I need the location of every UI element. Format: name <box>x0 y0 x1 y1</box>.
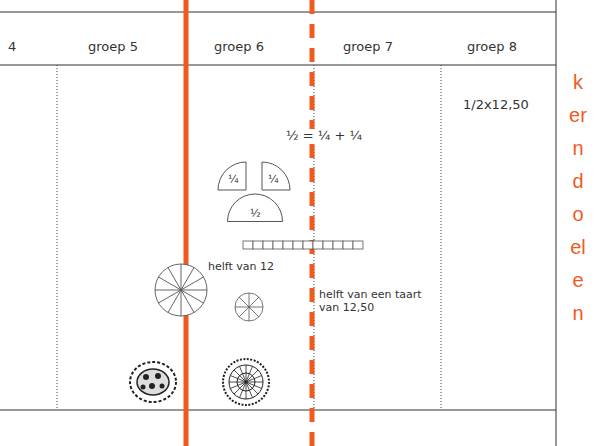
fraction-text: ½ <box>250 208 261 219</box>
quarter-piece: ¼ <box>262 162 290 190</box>
dotted-divider <box>441 65 442 410</box>
table-line <box>0 410 556 411</box>
square-bar <box>243 241 363 249</box>
note: 1/2x12,50 <box>463 98 529 113</box>
fraction-text: ¼ <box>228 174 239 185</box>
cake-picture <box>130 362 176 402</box>
small-pizza <box>235 293 263 321</box>
column-number: 4 <box>8 40 16 55</box>
column-header: groep 7 <box>343 40 393 55</box>
column-header: groep 8 <box>467 40 517 55</box>
pizza-12 <box>155 264 207 316</box>
table-line <box>556 0 557 446</box>
vertical-title: kerndoelen <box>568 66 588 330</box>
table-line <box>0 65 556 66</box>
note: helft van 12 <box>208 261 274 274</box>
dotted-divider <box>57 65 58 410</box>
formula: ½ = ¼ + ¼ <box>284 129 364 144</box>
orange-dashed-line <box>310 0 315 446</box>
fraction-text: ¼ <box>268 174 279 185</box>
quarter-piece: ¼ <box>218 162 246 190</box>
dotted-divider <box>314 65 315 410</box>
orange-line <box>184 0 189 446</box>
note: helft van een taart van 12,50 <box>319 289 431 314</box>
column-header: groep 5 <box>88 40 138 55</box>
half-piece: ½ <box>227 194 283 222</box>
table-line <box>0 12 556 13</box>
cake-picture <box>223 359 269 405</box>
column-header: groep 6 <box>214 40 264 55</box>
